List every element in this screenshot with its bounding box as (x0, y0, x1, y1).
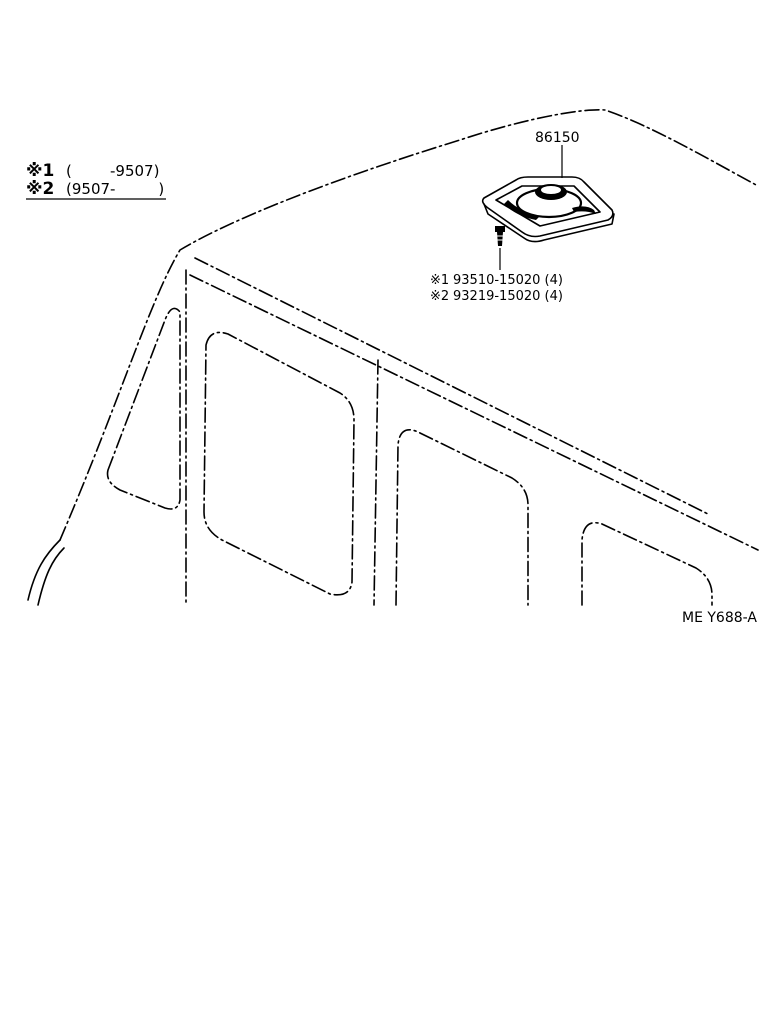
speaker-grille-shading (504, 200, 596, 220)
vehicle-body-outline (27, 108, 759, 606)
screw-assembly: ※1 93510-15020 (4) ※2 93219-15020 (4) (430, 226, 563, 304)
legend-range-2: (9507- ) (66, 180, 164, 198)
center-pillar-line (373, 359, 379, 606)
speaker-inner-frame (495, 185, 601, 227)
legend-key-1: ※1 (26, 161, 54, 181)
roof-edge-line (59, 108, 759, 541)
legend-key-2: ※2 (26, 179, 54, 199)
front-window-outline (203, 331, 355, 596)
illustration-code: ME Y688-A (682, 610, 757, 626)
roof-rail-line (189, 274, 759, 551)
rear-window-outline (581, 521, 713, 606)
speaker-cap (541, 186, 561, 194)
speaker-housing (481, 176, 614, 238)
screw-callout-part-1: 93510-15020 (4) (453, 273, 563, 288)
legend: ※1 ( -9507) ※2 (9507- ) (26, 161, 166, 200)
screw-callout-key-2: ※2 (430, 289, 449, 304)
quarter-window-outline (106, 307, 181, 510)
windshield-pillar-line (194, 257, 711, 516)
screw-icon (495, 226, 505, 246)
front-edge-outer (27, 539, 61, 601)
legend-range-1: ( -9507) (66, 162, 159, 180)
speaker-part-number: 86150 (535, 130, 580, 146)
speaker-bottom-flange (483, 203, 615, 243)
speaker-assembly: 86150 (481, 130, 615, 243)
screw-callout-key-1: ※1 (430, 273, 449, 288)
front-edge-inner (37, 547, 65, 606)
middle-window-outline (395, 429, 529, 606)
screw-callout-part-2: 93219-15020 (4) (453, 289, 563, 304)
